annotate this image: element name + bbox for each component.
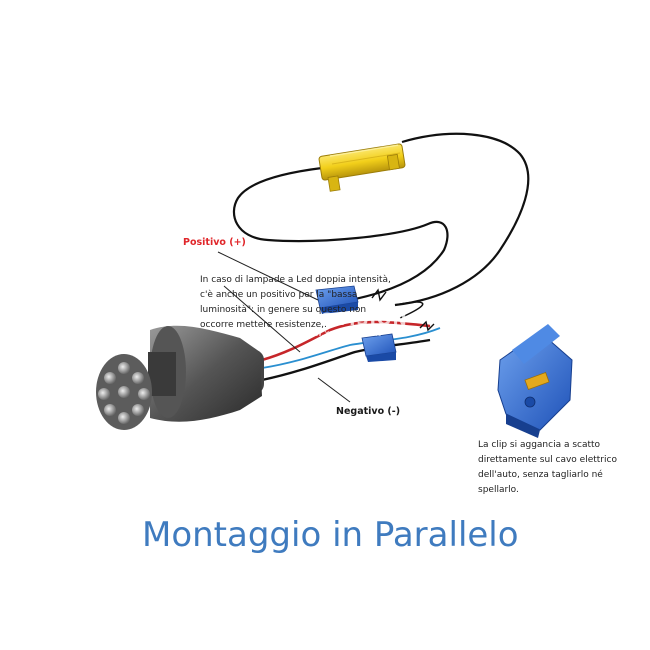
positive-pointer [217,251,319,301]
resistor-wire-right [394,132,530,307]
led-note: In caso di lampade a Led doppia intensit… [200,275,391,330]
low-beam-wire [261,327,441,369]
wire-clip-lower [361,333,397,362]
positive-label: Positivo (+) [183,237,246,248]
load-resistor [318,143,406,192]
clip-note: La clip si aggancia a scatto direttament… [478,440,617,495]
led-bulb [96,325,264,430]
resistor-wire-lower [394,301,424,319]
negative-wire [261,338,431,382]
watermark-url: www.xenovision.it [300,329,382,339]
positive-wire [261,320,431,362]
negative-label: Negativo (-) [336,406,401,417]
page-title: Montaggio in Parallelo [142,515,519,555]
wire-clip-upper [315,285,359,314]
negative-pointer [317,377,351,403]
cut-wire-end-lower [419,320,435,332]
clip-closeup [497,324,573,438]
watermark-brand: XENOVISION [278,310,408,330]
led-note-pointer [223,285,301,353]
cut-wire-end-upper [371,288,387,302]
resistor-wire-left [232,166,449,302]
